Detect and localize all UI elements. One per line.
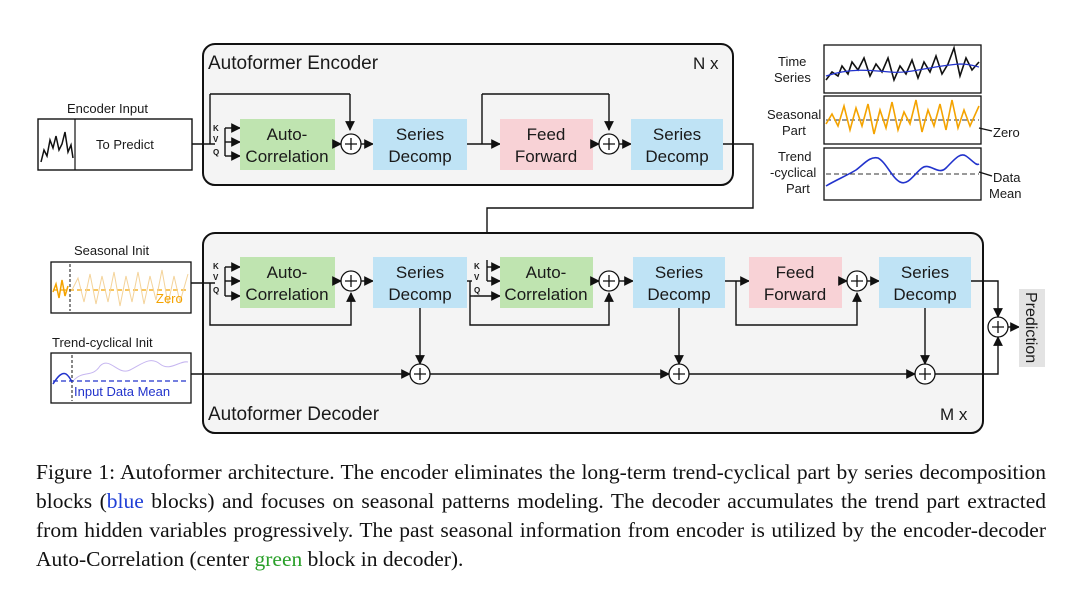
trend-init-panel bbox=[50, 352, 192, 404]
legend-mean-pointer bbox=[978, 171, 993, 177]
enc-v-label: V bbox=[213, 135, 219, 144]
dec-residual-2 bbox=[469, 281, 614, 326]
legend-data-mean-1: Data bbox=[993, 170, 1021, 185]
dec-ff-line1: Feed bbox=[776, 263, 815, 282]
trend-init-series bbox=[52, 372, 73, 385]
dec-series-decomp-3 bbox=[879, 257, 971, 308]
legend-zero-label: Zero bbox=[993, 125, 1020, 140]
enc-ff-line2: Forward bbox=[515, 147, 577, 166]
dec-residual-1 bbox=[209, 283, 356, 326]
dec-decomp1-line1: Series bbox=[396, 263, 444, 282]
dec-decomp3-line2: Decomp bbox=[893, 285, 956, 304]
dec-decomp2-line2: Decomp bbox=[647, 285, 710, 304]
legend-time-series-line bbox=[825, 45, 980, 83]
legend-seasonal-line bbox=[825, 99, 980, 135]
enc-series-decomp-2 bbox=[631, 119, 723, 170]
enc-decomp1-line2: Decomp bbox=[388, 147, 451, 166]
dec-k-label: K bbox=[213, 262, 219, 271]
dec-v2-label: V bbox=[474, 273, 480, 282]
dec-k2-label: K bbox=[474, 262, 480, 271]
dec-ac1-line2: Correlation bbox=[245, 285, 328, 304]
trend-init-input-mean: Input Data Mean bbox=[74, 384, 170, 399]
trend-out-wire bbox=[935, 336, 1003, 375]
legend-time-series-1: Time bbox=[778, 54, 806, 69]
decoder-repeat: M x bbox=[940, 405, 968, 424]
caption-green-word: green bbox=[254, 547, 303, 571]
encoder-repeat: N x bbox=[693, 54, 719, 73]
caption-part3: block in decoder). bbox=[302, 547, 464, 571]
dec-v-label: V bbox=[213, 273, 219, 282]
legend-data-mean-2: Mean bbox=[989, 186, 1022, 201]
enc-decomp2-line2: Decomp bbox=[645, 147, 708, 166]
legend-seasonal-1: Seasonal bbox=[767, 107, 821, 122]
dec-autocorrelation-block-1 bbox=[240, 257, 335, 308]
enc-feed-forward bbox=[500, 119, 593, 170]
figure-caption: Figure 1: Autoformer architecture. The e… bbox=[36, 458, 1046, 574]
legend-trend-3: Part bbox=[786, 181, 810, 196]
enc-autocorr-line1: Auto- bbox=[267, 125, 308, 144]
prediction-label: Prediction bbox=[1022, 292, 1039, 363]
decoder-title: Autoformer Decoder bbox=[208, 404, 380, 425]
dec-feed-forward bbox=[749, 257, 842, 308]
encoder-input-box bbox=[37, 118, 193, 171]
enc-q-label: Q bbox=[213, 148, 219, 157]
caption-part2: blocks) and focuses on seasonal patterns… bbox=[36, 489, 1046, 571]
enc-decomp2-line1: Series bbox=[653, 125, 701, 144]
seasonal-out-wire bbox=[971, 280, 1003, 318]
legend-time-series-2: Series bbox=[774, 70, 811, 85]
enc-output-wire bbox=[486, 143, 754, 260]
autoformer-architecture-diagram: Autoformer Encoder N x Encoder Input To … bbox=[37, 43, 1045, 434]
enc-k-label: K bbox=[213, 124, 219, 133]
legend-zero-pointer bbox=[978, 127, 993, 132]
dec-residual-3 bbox=[735, 281, 862, 326]
dec-decomp1-line2: Decomp bbox=[388, 285, 451, 304]
dec-decomp2-line1: Series bbox=[655, 263, 703, 282]
encoder-input-label: Encoder Input bbox=[67, 101, 148, 116]
dec-decomp3-line1: Series bbox=[901, 263, 949, 282]
legend-trend-line bbox=[825, 154, 980, 187]
encoder-title: Autoformer Encoder bbox=[208, 53, 379, 74]
dec-ac2-line1: Auto- bbox=[526, 263, 567, 282]
legend-trend-1: Trend bbox=[778, 149, 811, 164]
dec-ac1-line1: Auto- bbox=[267, 263, 308, 282]
trend-init-label: Trend-cyclical Init bbox=[52, 335, 153, 350]
encoder-input-series bbox=[40, 131, 74, 163]
dec-autocorrelation-block-2 bbox=[500, 257, 593, 308]
caption-blue-word: blue bbox=[106, 489, 144, 513]
enc-decomp1-line1: Series bbox=[396, 125, 444, 144]
dec-ac2-line2: Correlation bbox=[504, 285, 587, 304]
dec-q-label: Q bbox=[213, 286, 219, 295]
encoder-to-predict: To Predict bbox=[96, 137, 154, 152]
seasonal-init-panel bbox=[50, 261, 192, 314]
seasonal-init-label: Seasonal Init bbox=[74, 243, 150, 258]
legend-time-series-trend bbox=[825, 63, 980, 77]
caption-part1: Figure 1: Autoformer architecture. The e… bbox=[36, 460, 1046, 513]
legend-trend-2: -cyclical bbox=[770, 165, 816, 180]
enc-ff-line1: Feed bbox=[527, 125, 566, 144]
dec-ff-line2: Forward bbox=[764, 285, 826, 304]
enc-autocorr-line2: Correlation bbox=[245, 147, 328, 166]
dec-q2-label: Q bbox=[474, 286, 480, 295]
dec-series-decomp-1 bbox=[373, 257, 467, 308]
trend-init-faded bbox=[73, 360, 189, 381]
seasonal-init-faded bbox=[71, 269, 189, 307]
seasonal-init-zero: Zero bbox=[156, 291, 183, 306]
enc-autocorrelation-block bbox=[240, 119, 335, 170]
enc-series-decomp-1 bbox=[373, 119, 467, 170]
seasonal-init-series bbox=[52, 279, 69, 299]
dec-series-decomp-2 bbox=[633, 257, 725, 308]
legend-seasonal-2: Part bbox=[782, 123, 806, 138]
prediction-box bbox=[1019, 289, 1045, 367]
